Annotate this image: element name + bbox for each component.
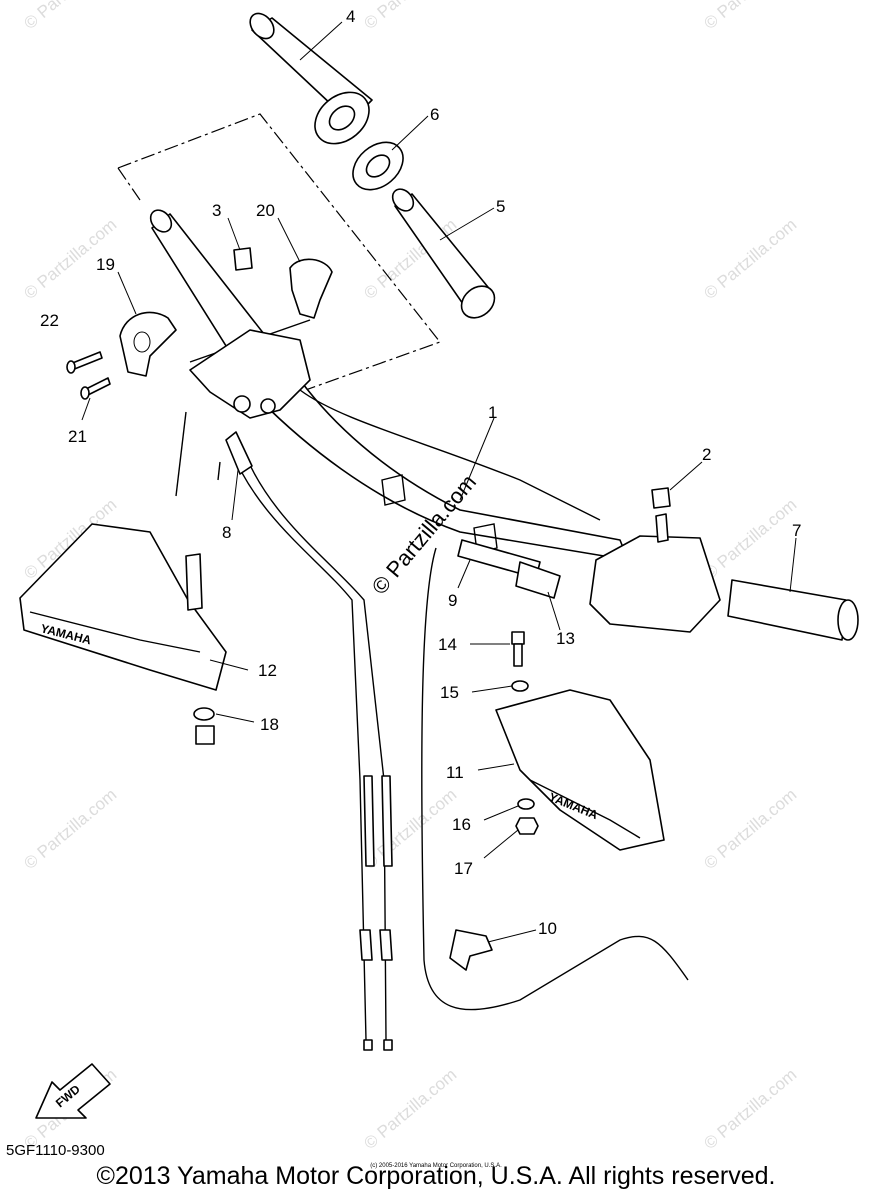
callout-21: 21 bbox=[68, 427, 87, 446]
copyright-notice: ©2013 Yamaha Motor Corporation, U.S.A. A… bbox=[96, 1162, 776, 1190]
watermark: © Partzilla.com bbox=[700, 1065, 800, 1153]
watermark: © Partzilla.com bbox=[20, 785, 120, 873]
bolt-part-22 bbox=[66, 351, 103, 374]
diagram-code: 5GF1110-9300 bbox=[6, 1142, 105, 1159]
callout-13: 13 bbox=[556, 629, 575, 648]
callout-7: 7 bbox=[792, 521, 801, 540]
exploded-view-reference-line bbox=[117, 113, 441, 393]
callout-3: 3 bbox=[212, 201, 221, 220]
callout-4: 4 bbox=[346, 7, 355, 26]
cable-guide-part-10 bbox=[449, 929, 493, 971]
callout-12: 12 bbox=[258, 661, 277, 680]
switch-housing bbox=[189, 329, 311, 419]
callout-11: 11 bbox=[446, 763, 464, 782]
washer-part-16 bbox=[517, 798, 535, 810]
callout-1: 1 bbox=[488, 403, 497, 422]
collar-part-18 bbox=[193, 707, 215, 745]
watermark: © Partzilla.com bbox=[700, 215, 800, 303]
clutch-cable-part-9 bbox=[421, 539, 689, 1011]
callout-16: 16 bbox=[452, 815, 471, 834]
lever-holder-assembly bbox=[589, 513, 721, 633]
throttle-tube-part-5 bbox=[391, 188, 496, 319]
watermark: © Partzilla.com bbox=[360, 785, 460, 873]
tiny-notice: (c) 2005-2016 Yamaha Motor Corporation, … bbox=[370, 1163, 502, 1169]
bolt-part-21 bbox=[80, 377, 111, 400]
callout-17: 17 bbox=[454, 859, 473, 878]
watermark: © Partzilla.com bbox=[700, 0, 800, 33]
watermark: © Partzilla.com bbox=[700, 785, 800, 873]
callout-9: 9 bbox=[448, 591, 457, 610]
callout-18: 18 bbox=[260, 715, 279, 734]
callout-labels: 1 2 3 4 5 6 7 8 9 10 11 12 13 14 15 16 1… bbox=[40, 7, 801, 938]
callout-10: 10 bbox=[538, 919, 557, 938]
watermark: © Partzilla.com bbox=[360, 1065, 460, 1153]
washer-part-15 bbox=[511, 680, 529, 692]
watermark: © Partzilla.com bbox=[360, 0, 460, 33]
watermark: © Partzilla.com bbox=[700, 495, 800, 583]
cap-part-2 bbox=[651, 487, 671, 509]
callout-8: 8 bbox=[222, 523, 231, 542]
grip-part-4 bbox=[249, 12, 373, 145]
watermark: © Partzilla.com bbox=[20, 0, 120, 33]
grip-part-7 bbox=[727, 579, 859, 641]
holder-clamp-part-19 bbox=[119, 311, 177, 377]
callout-22: 22 bbox=[40, 311, 59, 330]
callout-14: 14 bbox=[438, 635, 457, 654]
cap-part-3 bbox=[233, 247, 253, 271]
callout-20: 20 bbox=[256, 201, 275, 220]
forward-direction-icon: FWD bbox=[35, 1063, 111, 1119]
callout-19: 19 bbox=[96, 255, 115, 274]
callout-5: 5 bbox=[496, 197, 505, 216]
callout-2: 2 bbox=[702, 445, 711, 464]
nut-part-17 bbox=[515, 817, 539, 835]
collar-part-6 bbox=[352, 141, 404, 191]
callout-6: 6 bbox=[430, 105, 439, 124]
bolt-part-14 bbox=[511, 631, 525, 667]
pin-part bbox=[185, 553, 203, 611]
callout-15: 15 bbox=[440, 683, 459, 702]
throttle-cable-part-8 bbox=[175, 411, 393, 1051]
leader-lines bbox=[81, 21, 797, 943]
